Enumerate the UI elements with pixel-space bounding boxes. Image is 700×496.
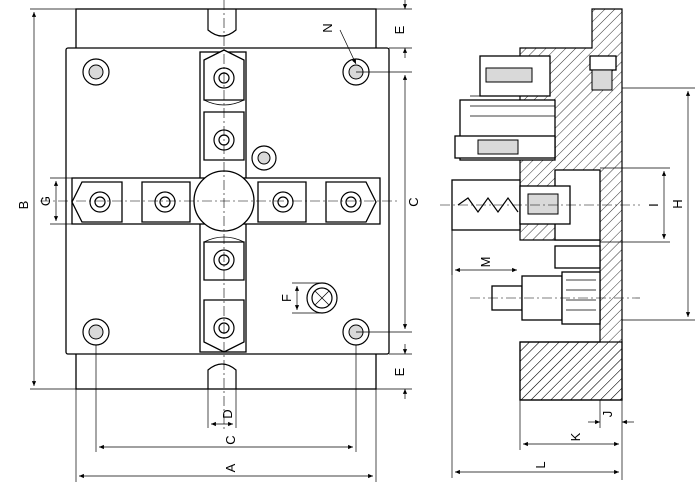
label-N: N	[320, 23, 335, 32]
label-C-horizontal: C	[223, 435, 238, 444]
dim-B: B	[16, 8, 76, 390]
mounting-screws	[82, 58, 370, 346]
leader-N: N	[320, 23, 357, 65]
dim-I: I	[600, 167, 670, 243]
dim-E-bottom: E	[376, 344, 412, 399]
label-L: L	[533, 461, 548, 468]
label-J: J	[600, 411, 615, 418]
base-section-lower	[519, 341, 623, 401]
dim-C-vertical: C	[356, 71, 421, 333]
dim-A: A	[75, 389, 377, 482]
label-F: F	[279, 294, 294, 302]
label-E-bottom: E	[392, 367, 407, 376]
label-C-vertical: C	[406, 197, 421, 206]
side-fitting	[491, 245, 601, 325]
top-slot	[207, 9, 237, 37]
label-D: D	[220, 409, 235, 418]
label-I: I	[646, 203, 661, 207]
drive-socket	[251, 145, 277, 171]
front-view: B G C E E	[16, 0, 421, 482]
label-K: K	[568, 432, 583, 441]
label-H: H	[670, 199, 685, 208]
side-jaw-top	[454, 55, 556, 161]
label-B: B	[16, 201, 31, 210]
dim-J: J	[588, 400, 634, 480]
label-A: A	[223, 463, 238, 472]
dim-G: G	[38, 177, 72, 225]
jaw-right	[257, 181, 377, 223]
dim-K: K	[519, 400, 619, 450]
label-M: M	[478, 257, 493, 268]
bottom-slot	[207, 363, 237, 389]
side-view: H I M J K	[440, 8, 695, 480]
dim-E-top: E	[376, 0, 412, 58]
jaw-left	[71, 181, 191, 223]
dim-L: L	[451, 230, 619, 478]
dim-H: H	[622, 87, 695, 321]
label-G: G	[38, 196, 53, 206]
dim-M: M	[451, 230, 517, 275]
label-E-top: E	[392, 25, 407, 34]
dim-C-horizontal: C	[95, 345, 357, 452]
dim-F: F	[279, 282, 322, 314]
lube-fitting	[306, 282, 338, 314]
dim-D: D	[207, 389, 237, 428]
side-screw-top	[589, 55, 617, 91]
